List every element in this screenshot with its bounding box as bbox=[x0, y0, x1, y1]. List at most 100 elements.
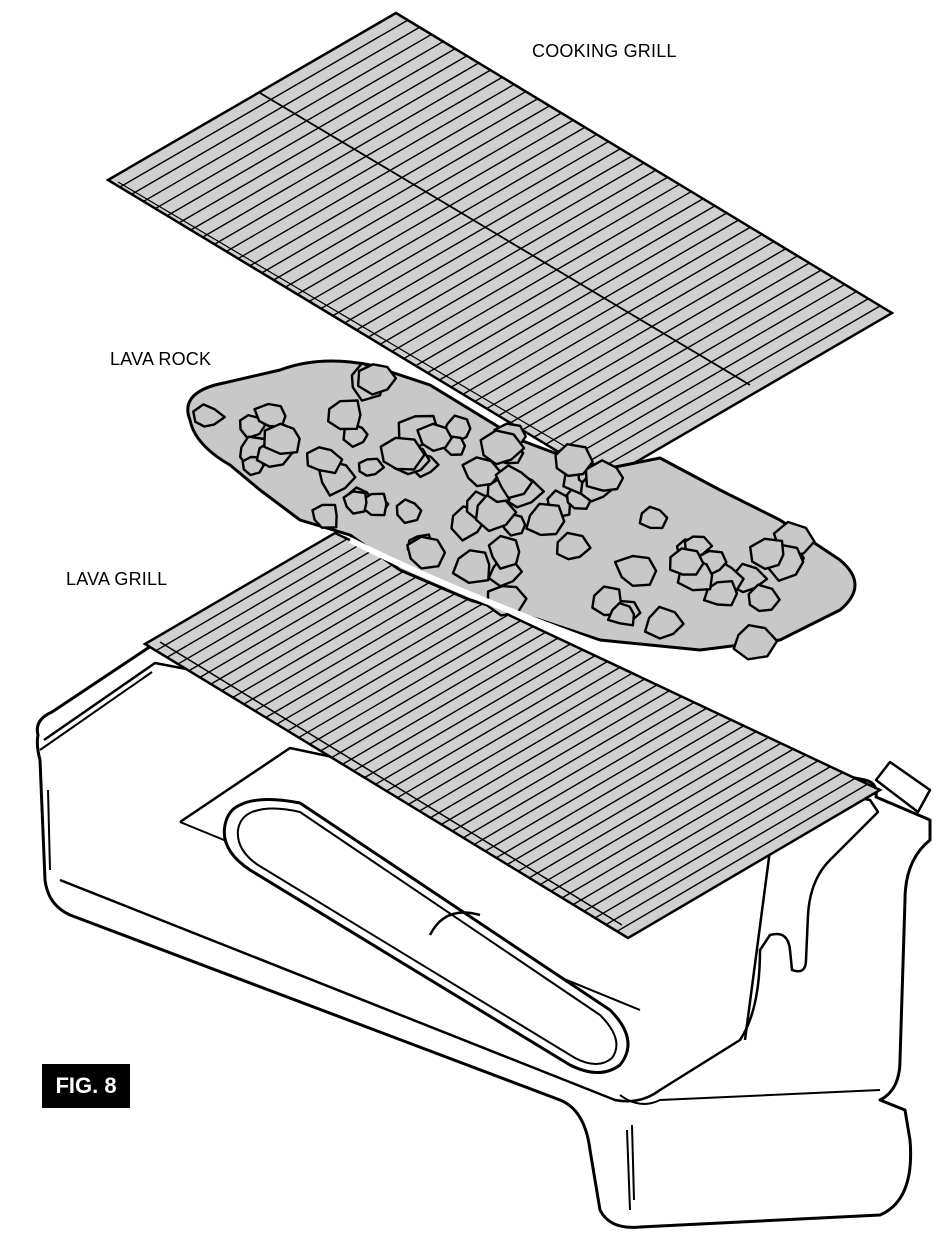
grill-bar bbox=[495, 719, 732, 859]
grill-bar bbox=[403, 190, 692, 360]
grill-bar bbox=[287, 608, 497, 732]
grill-bar bbox=[296, 126, 586, 295]
grill-bar bbox=[605, 777, 856, 926]
grill-bar bbox=[276, 602, 484, 725]
grill-bar bbox=[177, 549, 373, 665]
grill-bar bbox=[214, 76, 503, 245]
lava-rock-piece bbox=[487, 534, 521, 570]
grill-bar bbox=[285, 119, 574, 288]
lava-rock-piece bbox=[494, 464, 534, 500]
grill-bar bbox=[486, 240, 775, 410]
grill-bar bbox=[225, 83, 515, 253]
grill-bar bbox=[188, 555, 385, 672]
grill-bar bbox=[430, 684, 658, 819]
grill-bar bbox=[166, 544, 361, 658]
grill-bar bbox=[254, 590, 460, 712]
lava-rock-piece bbox=[749, 537, 785, 571]
lava-rock-piece bbox=[263, 422, 301, 455]
grill-bar bbox=[391, 183, 680, 353]
grill-bar bbox=[375, 655, 596, 785]
lava-rock-piece bbox=[732, 624, 779, 661]
grill-bar bbox=[415, 198, 704, 367]
grill-bar bbox=[308, 133, 598, 303]
grill-bar bbox=[131, 26, 420, 195]
grill-bar bbox=[166, 48, 456, 217]
grill-bar bbox=[539, 742, 782, 886]
grill-bar bbox=[143, 33, 432, 203]
grill-bar bbox=[572, 760, 819, 906]
grill-bar bbox=[379, 176, 668, 345]
lava-rock-piece bbox=[479, 429, 526, 466]
grill-bar bbox=[265, 596, 472, 719]
grill-bar bbox=[397, 666, 621, 799]
grill-bar bbox=[298, 614, 509, 739]
grill-bar bbox=[452, 695, 683, 832]
grill-bar bbox=[419, 678, 646, 812]
grill-bar bbox=[320, 625, 534, 752]
lava-rock-label: LAVA ROCK bbox=[110, 349, 212, 369]
grill-bar bbox=[557, 283, 846, 453]
grill-bar bbox=[408, 672, 633, 805]
lava-rock-piece bbox=[525, 502, 566, 537]
grill-bar bbox=[199, 561, 398, 679]
grill-bar bbox=[320, 140, 609, 310]
lava-rock-piece bbox=[584, 459, 625, 492]
lava-rock-piece bbox=[416, 422, 453, 453]
grill-bar bbox=[498, 248, 787, 417]
grill-bar bbox=[450, 219, 739, 388]
lava-grill-label: LAVA GRILL bbox=[66, 569, 168, 589]
lava-rock-piece bbox=[406, 535, 447, 570]
grill-bar bbox=[506, 725, 745, 866]
grill-bar bbox=[616, 783, 868, 932]
grill-bar bbox=[221, 573, 423, 692]
lava-rock-piece bbox=[606, 601, 636, 627]
grill-bar bbox=[580, 298, 869, 467]
grill-bar bbox=[332, 148, 621, 317]
lava-grill-shape bbox=[142, 531, 883, 940]
grill-bar bbox=[232, 579, 435, 699]
lava-rock-piece bbox=[747, 583, 781, 613]
lava-rock-piece bbox=[342, 490, 368, 515]
grill-bar bbox=[592, 305, 881, 474]
lava-rock-piece bbox=[643, 605, 685, 640]
grill-bar bbox=[528, 736, 769, 879]
grill-bar bbox=[154, 40, 444, 210]
lava-rock-piece bbox=[327, 399, 362, 431]
lava-rock-piece bbox=[311, 503, 338, 529]
grill-bar bbox=[427, 205, 716, 374]
grill-bar bbox=[202, 69, 491, 238]
grill-bar bbox=[155, 538, 348, 652]
lava-rock-piece bbox=[357, 457, 385, 477]
grill-bar bbox=[364, 649, 584, 779]
grill-bar bbox=[353, 643, 571, 772]
lava-rock-piece bbox=[668, 547, 705, 576]
grill-bar bbox=[517, 730, 757, 872]
grill-bar bbox=[386, 660, 608, 792]
grill-bar bbox=[190, 62, 480, 231]
grill-bar bbox=[473, 707, 707, 846]
grill-bar bbox=[119, 19, 409, 188]
grill-bar bbox=[594, 771, 844, 919]
lava-rock-piece bbox=[613, 554, 658, 587]
grill-bar bbox=[367, 169, 657, 338]
grill-bar bbox=[545, 276, 834, 445]
lava-rock-piece bbox=[395, 498, 423, 525]
grill-bar bbox=[331, 631, 546, 759]
cooking-grill-label: COOKING GRILL bbox=[532, 41, 677, 61]
grill-bar bbox=[521, 262, 810, 431]
grill-bar bbox=[509, 255, 798, 424]
lava-rock-piece bbox=[555, 531, 592, 561]
grill-bar bbox=[243, 584, 447, 705]
grill-bar bbox=[249, 98, 539, 267]
lava-rock-piece bbox=[192, 403, 226, 428]
grill-bar bbox=[342, 637, 559, 765]
lava-rock-piece bbox=[451, 549, 491, 584]
grill-bar bbox=[569, 290, 857, 460]
grill-bar bbox=[178, 55, 468, 224]
grill-bar bbox=[462, 701, 695, 839]
lava-rock-piece bbox=[702, 580, 739, 607]
cooking-grill-shape bbox=[105, 11, 895, 482]
grill-bar bbox=[344, 155, 633, 324]
grill-bar bbox=[533, 269, 822, 438]
